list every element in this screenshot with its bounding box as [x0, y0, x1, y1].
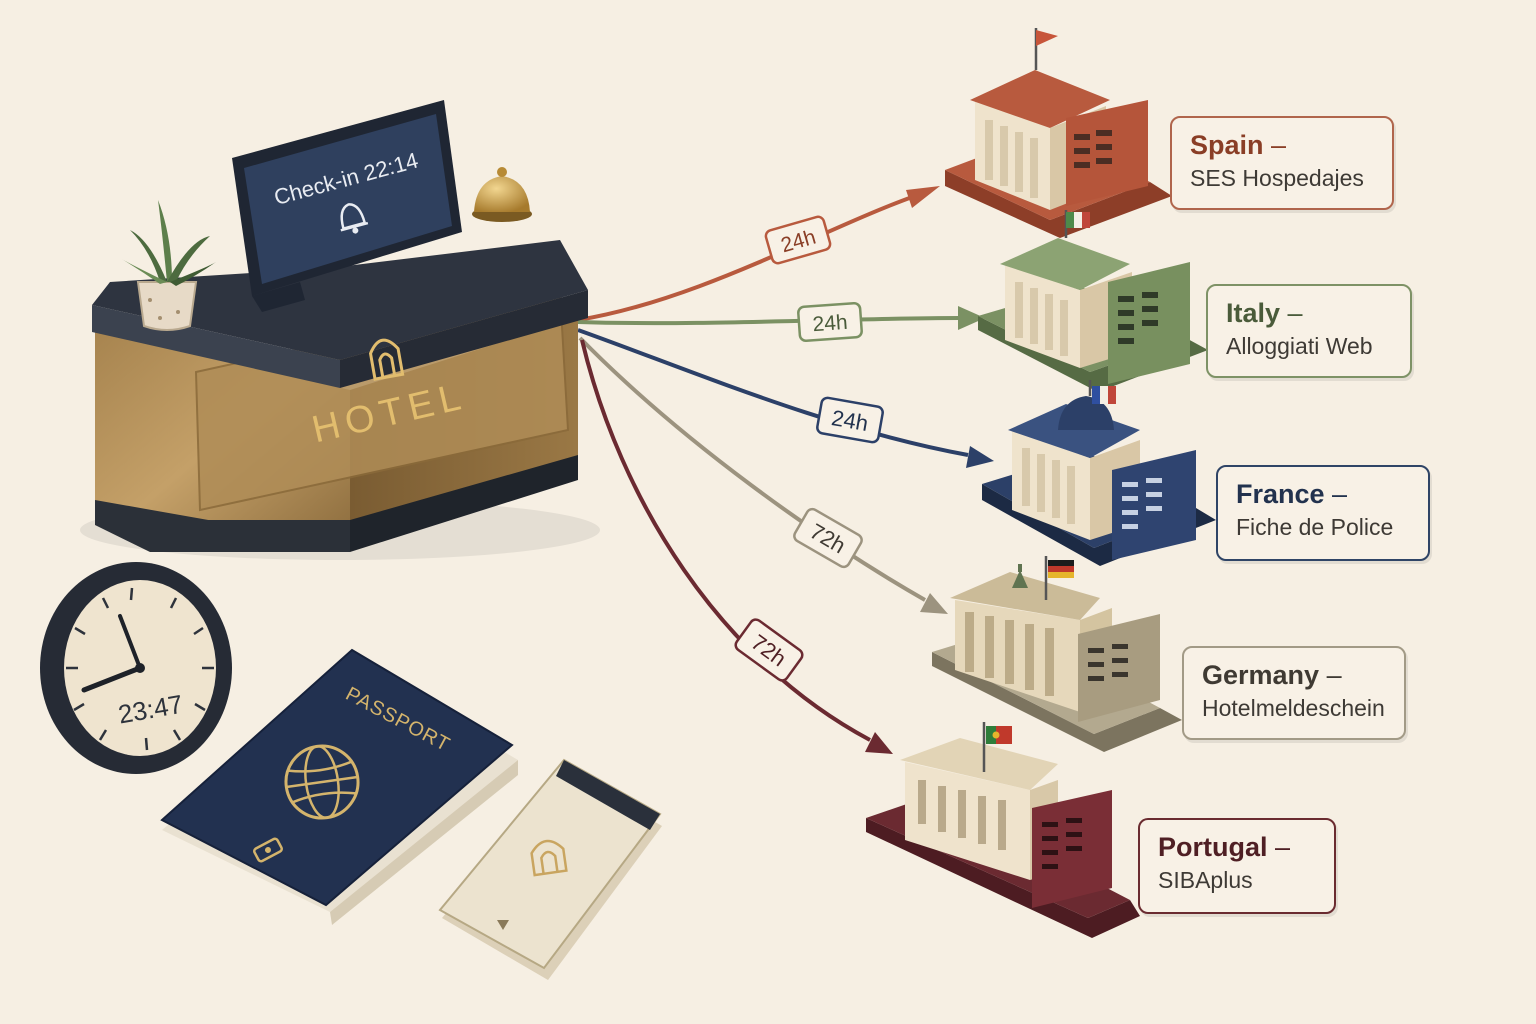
reporting-system-portugal: SIBAplus — [1158, 867, 1253, 893]
routes-layer — [577, 186, 994, 754]
portugal-flag-icon — [986, 726, 1012, 744]
reporting-system-germany: Hotelmeldeschein — [1202, 695, 1385, 721]
country-name-italy: Italy — [1226, 298, 1281, 328]
hotel-front-desk: HOTEL Check-in 22:14 — [80, 100, 600, 560]
government-building-spain — [945, 28, 1172, 238]
biometric-chip-icon — [253, 837, 283, 863]
country-name-france: France — [1236, 479, 1325, 509]
route-arrow-italy — [577, 306, 985, 330]
germany-flag-icon — [1048, 560, 1074, 578]
country-label-italy: Italy – Alloggiati Web — [1206, 284, 1412, 378]
country-name-spain: Spain — [1190, 130, 1264, 160]
hotel-logo-icon-card — [530, 839, 568, 877]
route-arrow-france — [577, 328, 994, 468]
label-dash: – — [1324, 479, 1348, 509]
country-name-germany: Germany — [1202, 660, 1320, 690]
hotel-logo-icon — [368, 338, 405, 381]
label-dash: – — [1280, 298, 1303, 328]
route-arrow-spain — [577, 186, 940, 322]
deadline-badge-spain: 24h — [764, 215, 832, 265]
route-arrow-portugal — [580, 339, 893, 754]
france-flag-icon — [1092, 386, 1116, 404]
government-building-germany — [932, 556, 1182, 752]
label-dash: – — [1319, 660, 1342, 690]
reporting-system-italy: Alloggiati Web — [1226, 333, 1373, 359]
route-arrow-germany — [578, 336, 948, 614]
potted-plant-icon — [120, 200, 216, 331]
deadline-badge-germany: 72h — [793, 507, 863, 569]
government-building-france — [982, 380, 1216, 566]
country-name-portugal: Portugal — [1158, 832, 1268, 862]
reporting-system-spain: SES Hospedajes — [1190, 165, 1364, 191]
reporting-system-france: Fiche de Police — [1236, 514, 1394, 540]
country-label-france: France – Fiche de Police — [1216, 465, 1430, 561]
service-bell-icon — [472, 167, 532, 222]
checkin-monitor: Check-in 22:14 — [232, 100, 462, 312]
globe-icon — [284, 744, 360, 820]
deadline-text-italy: 24h — [812, 311, 849, 336]
country-label-germany: Germany – Hotelmeldeschein — [1182, 646, 1406, 740]
quadriga-statue-icon — [1012, 564, 1028, 588]
passport: PASSPORT — [160, 648, 518, 925]
label-dash: – — [1263, 130, 1287, 160]
government-building-portugal — [866, 722, 1140, 938]
spain-flag-icon — [1036, 30, 1058, 46]
deadline-badge-portugal: 72h — [734, 618, 804, 682]
wall-clock: 23:47 — [40, 562, 232, 774]
italy-flag-icon — [1066, 212, 1090, 228]
country-label-spain: Spain – SES Hospedajes — [1170, 116, 1394, 210]
bell-icon — [340, 203, 369, 234]
label-dash: – — [1267, 832, 1291, 862]
country-label-portugal: Portugal – SIBAplus — [1138, 818, 1336, 914]
deadline-badge-france: 24h — [816, 396, 884, 444]
deadline-badge-italy: 24h — [797, 302, 863, 342]
room-key-card — [438, 758, 662, 980]
government-building-italy — [978, 210, 1208, 392]
